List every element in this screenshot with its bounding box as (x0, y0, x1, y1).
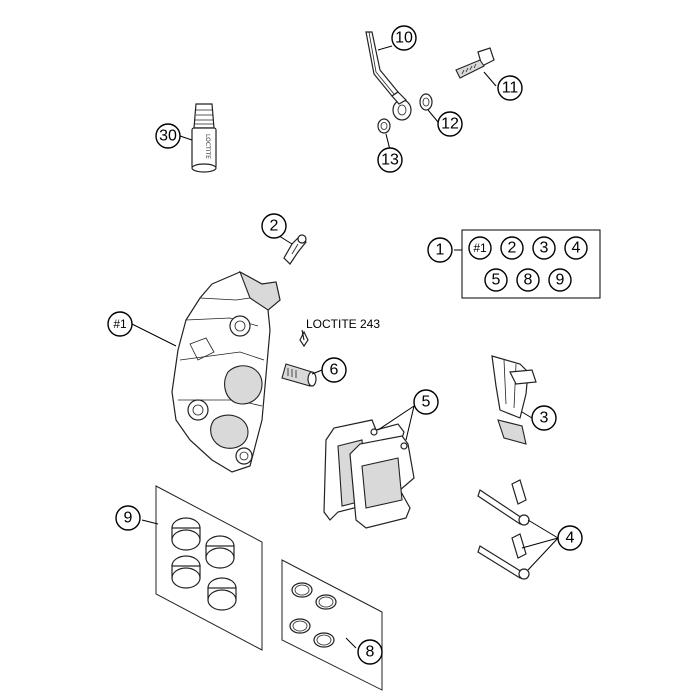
svg-text:8: 8 (524, 272, 533, 289)
svg-text:LOCTITE 243: LOCTITE 243 (306, 317, 380, 331)
callout-caliper-1: #1 (107, 311, 133, 337)
loctite-note: LOCTITE 243 (306, 317, 380, 331)
kit-item-5: 5 (484, 268, 508, 292)
callout-12: 12 (437, 111, 463, 137)
svg-text:3: 3 (540, 240, 549, 257)
svg-text:13: 13 (381, 152, 399, 169)
brake-pads (323, 419, 415, 529)
callout-5: 5 (413, 389, 439, 415)
seal-kit (281, 559, 383, 691)
svg-text:4: 4 (566, 530, 575, 547)
washers (377, 93, 433, 134)
svg-text:11: 11 (502, 80, 519, 97)
banjo-bolt (455, 47, 495, 79)
svg-text:3: 3 (540, 410, 549, 427)
svg-text:#1: #1 (113, 317, 127, 331)
svg-text:12: 12 (441, 116, 459, 133)
svg-text:30: 30 (159, 128, 177, 145)
callout-11: 11 (497, 75, 523, 101)
piston-kit (155, 485, 263, 651)
svg-text:9: 9 (124, 510, 133, 527)
brake-caliper (171, 270, 281, 473)
kit-item-2: 2 (500, 236, 524, 260)
pad-spring (491, 355, 537, 445)
kit-item-8: 8 (516, 268, 540, 292)
callout-1: 1 (427, 237, 453, 263)
kit-item-1: #1 (468, 236, 492, 260)
pad-pins (477, 479, 530, 580)
callout-10: 10 (391, 25, 417, 51)
callout-8: 8 (357, 639, 383, 665)
callout-3: 3 (531, 405, 557, 431)
loctite-tube: LOCTITE (191, 103, 217, 173)
bleeder-screw (283, 234, 307, 265)
guide-pin (281, 330, 317, 387)
brake-hose (365, 31, 412, 121)
svg-text:2: 2 (508, 240, 517, 257)
callout-6: 6 (321, 357, 347, 383)
svg-text:5: 5 (422, 394, 431, 411)
svg-text:#1: #1 (473, 241, 487, 255)
callout-13: 13 (377, 147, 403, 173)
kit-item-9: 9 (548, 268, 572, 292)
callout-30: 30 (155, 123, 181, 149)
svg-text:4: 4 (572, 240, 581, 257)
kit-item-3: 3 (532, 236, 556, 260)
callout-9: 9 (115, 505, 141, 531)
callout-4: 4 (557, 525, 583, 551)
svg-text:9: 9 (556, 272, 565, 289)
tube-label: LOCTITE (204, 134, 211, 159)
svg-text:8: 8 (366, 644, 375, 661)
kit-item-4: 4 (564, 236, 588, 260)
svg-text:5: 5 (492, 272, 501, 289)
svg-text:10: 10 (395, 30, 413, 47)
svg-text:2: 2 (270, 218, 279, 235)
callout-2: 2 (261, 213, 287, 239)
svg-text:6: 6 (330, 362, 339, 379)
svg-text:1: 1 (436, 242, 445, 259)
